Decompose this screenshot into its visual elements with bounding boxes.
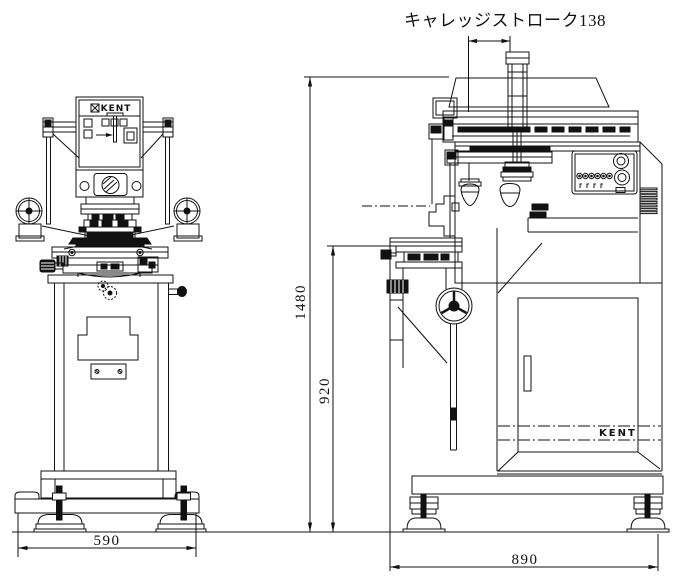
vent-slats [640,188,657,214]
support-arm-assembly [42,118,174,249]
carriage-stroke-label: キャレッジストローク138 [404,11,606,30]
front-stand [48,275,187,471]
dim-920: 920 [317,246,390,532]
side-view: KENT [362,52,669,532]
side-top-cover [449,78,609,107]
side-handwheel [436,268,472,324]
dim-carriage-stroke: キャレッジストローク138 [404,11,606,112]
left-hand-wheel [16,198,44,241]
right-hand-wheel [174,198,202,241]
panel-buttons [84,113,137,143]
side-cabinet: KENT [497,228,662,474]
front-left-foot [34,486,86,532]
carriage-tower [506,52,529,162]
front-logo-text: KENT [101,104,132,114]
panel-lower-section [76,170,143,197]
dim-1480: 1480 [293,77,449,532]
front-logo-mark-icon [91,104,99,112]
dim-1480-text: 1480 [293,284,309,320]
pedal-rod [451,324,457,450]
dim-920-text: 920 [317,377,333,404]
print-head-stack [69,197,151,247]
dim-890-text: 890 [512,552,539,568]
side-base [403,476,669,532]
pad-left [459,163,481,206]
dim-590-text: 590 [94,533,121,549]
front-base [15,471,206,532]
carriage-rail [443,111,638,142]
left-bracket [429,98,457,204]
side-control-panel [572,151,637,194]
front-work-table [40,247,168,300]
front-view: KENT [15,97,206,532]
side-left-foot [403,494,445,532]
dim-890: 890 [390,238,658,571]
front-control-panel: KENT [76,97,143,197]
pad-right [500,162,533,207]
side-right-foot [627,494,669,532]
dim-590: 590 [18,513,196,557]
side-logo-text: KENT [599,428,637,439]
